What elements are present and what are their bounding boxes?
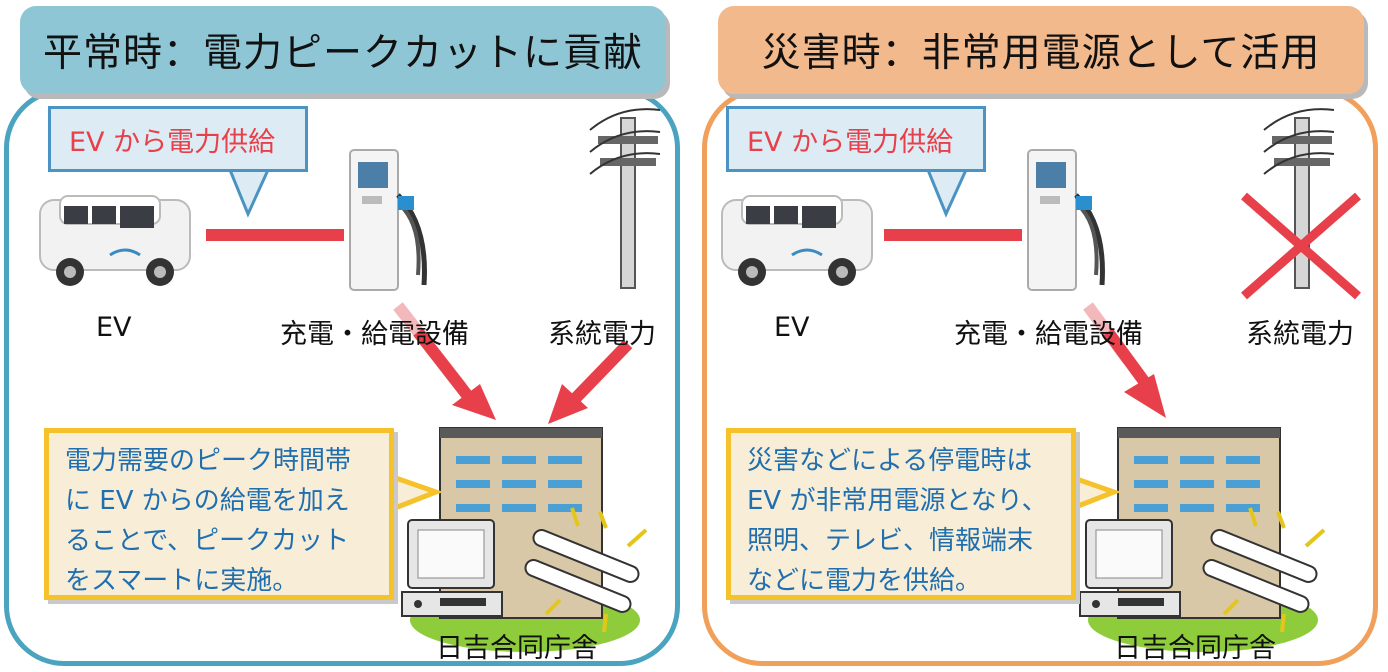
charger-label: 充電・給電設備 <box>954 319 1143 350</box>
computer-icon <box>401 519 503 617</box>
note-line: EV が非常用電源となり、 <box>747 486 1048 516</box>
ev-van-icon <box>39 195 191 286</box>
note-line: に EV からの給電を加え <box>65 486 350 516</box>
grid-label: 系統電力 <box>548 319 656 350</box>
note-line: 照明、テレビ、情報端末 <box>747 526 1034 556</box>
speech-tail <box>925 168 969 218</box>
building-label: 日吉合同庁舎 <box>1114 633 1276 664</box>
building-label: 日吉合同庁舎 <box>436 633 598 664</box>
note-line: などに電力を供給。 <box>747 566 982 596</box>
fluorescent-lamp-icon <box>1202 507 1326 633</box>
note-line: 電力需要のピーク時間帯 <box>65 446 352 476</box>
note-line: ることで、ピークカット <box>65 526 350 556</box>
speech-bubble: EV から電力供給 <box>48 106 308 172</box>
note-tail <box>387 472 444 514</box>
note-box: 電力需要のピーク時間帯 に EV からの給電を加え ることで、ピークカット をス… <box>44 428 394 600</box>
utility-pole-icon <box>589 108 661 289</box>
arrow-charger-to-building <box>1083 302 1166 418</box>
note-box: 災害などによる停電時は EV が非常用電源となり、 照明、テレビ、情報端末 など… <box>726 428 1076 600</box>
arrow-grid-to-building <box>548 339 633 424</box>
grid-label: 系統電力 <box>1246 319 1354 350</box>
charger-icon <box>349 149 427 291</box>
ev-label: EV <box>96 312 132 343</box>
panel-title: 災害時：非常用電源として活用 <box>718 6 1364 94</box>
ev-van-icon <box>721 195 873 286</box>
panel-disaster: 災害時：非常用電源として活用 <box>698 0 1384 672</box>
note-line: をスマートに実施。 <box>65 566 299 596</box>
panel-normal: 平常時：電力ピークカットに貢献 <box>0 0 686 672</box>
speech-bubble: EV から電力供給 <box>726 106 986 172</box>
charger-label: 充電・給電設備 <box>280 319 469 350</box>
outage-cross-icon <box>1241 192 1361 300</box>
power-link-line <box>884 229 1022 241</box>
fluorescent-lamp-icon <box>524 507 648 633</box>
panel-title: 平常時：電力ピークカットに貢献 <box>20 6 666 94</box>
diagram-art <box>39 108 661 652</box>
ev-label: EV <box>774 312 810 343</box>
arrow-charger-to-building <box>393 302 496 420</box>
computer-icon <box>1079 519 1181 617</box>
note-line: 災害などによる停電時は <box>747 446 1033 476</box>
speech-tail <box>227 168 271 218</box>
charger-icon <box>1027 149 1105 291</box>
diagram-art <box>721 108 1361 652</box>
power-link-line <box>206 229 344 241</box>
